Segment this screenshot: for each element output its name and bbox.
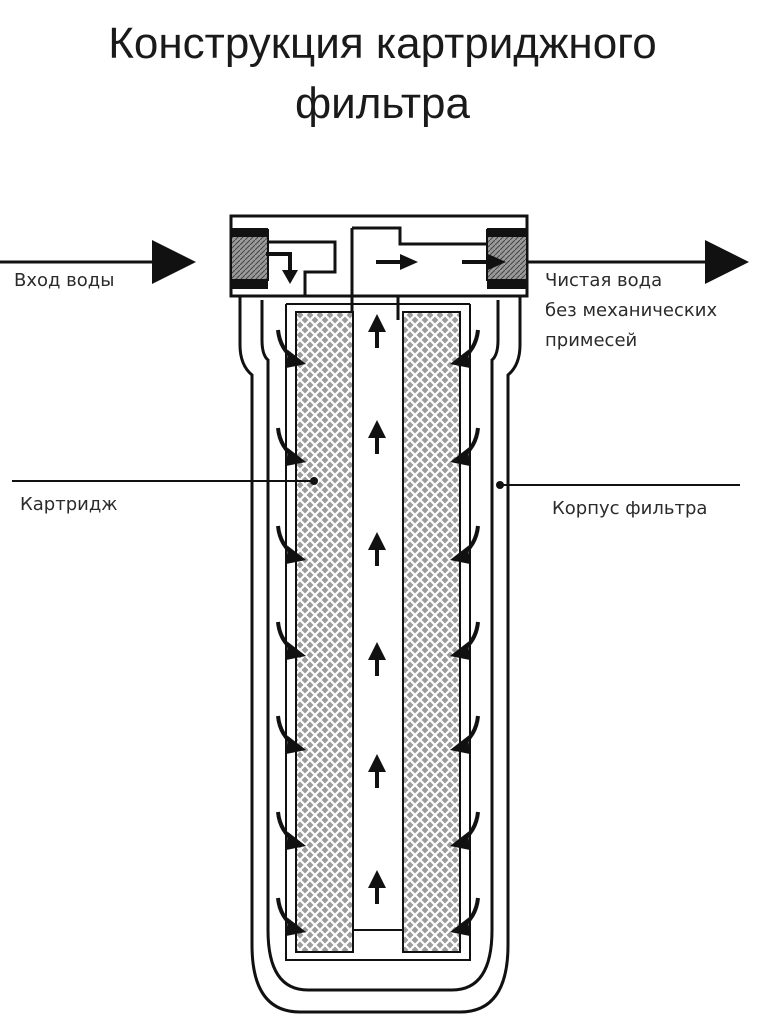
cartridge [285,303,471,961]
housing-label: Корпус фильтра [552,498,708,519]
right-inflow-heads [450,350,470,936]
outlet-label-line-3: примесей [545,330,638,351]
title-line-2: фильтра [294,79,471,128]
outlet-label-line-1: Чистая вода [545,270,663,291]
outlet-arrow [528,240,749,284]
housing-leader [496,481,740,489]
seals [230,228,528,289]
center-flow-arrows [368,314,386,904]
outlet-label-line-2: без механических [545,300,718,321]
inlet-arrow [0,240,196,284]
head-flow-arrows [266,252,506,284]
filter-housing [238,296,522,1014]
title-line-1: Конструкция картриджного [108,19,657,68]
cartridge-leader [12,477,318,485]
left-inflow-heads [286,350,306,936]
inlet-label: Вход воды [14,270,115,291]
cartridge-label: Картридж [20,494,118,515]
diagram-title: Конструкция картриджного фильтра [0,14,765,134]
outlet-label: Чистая вода без механических примесей [545,266,760,356]
